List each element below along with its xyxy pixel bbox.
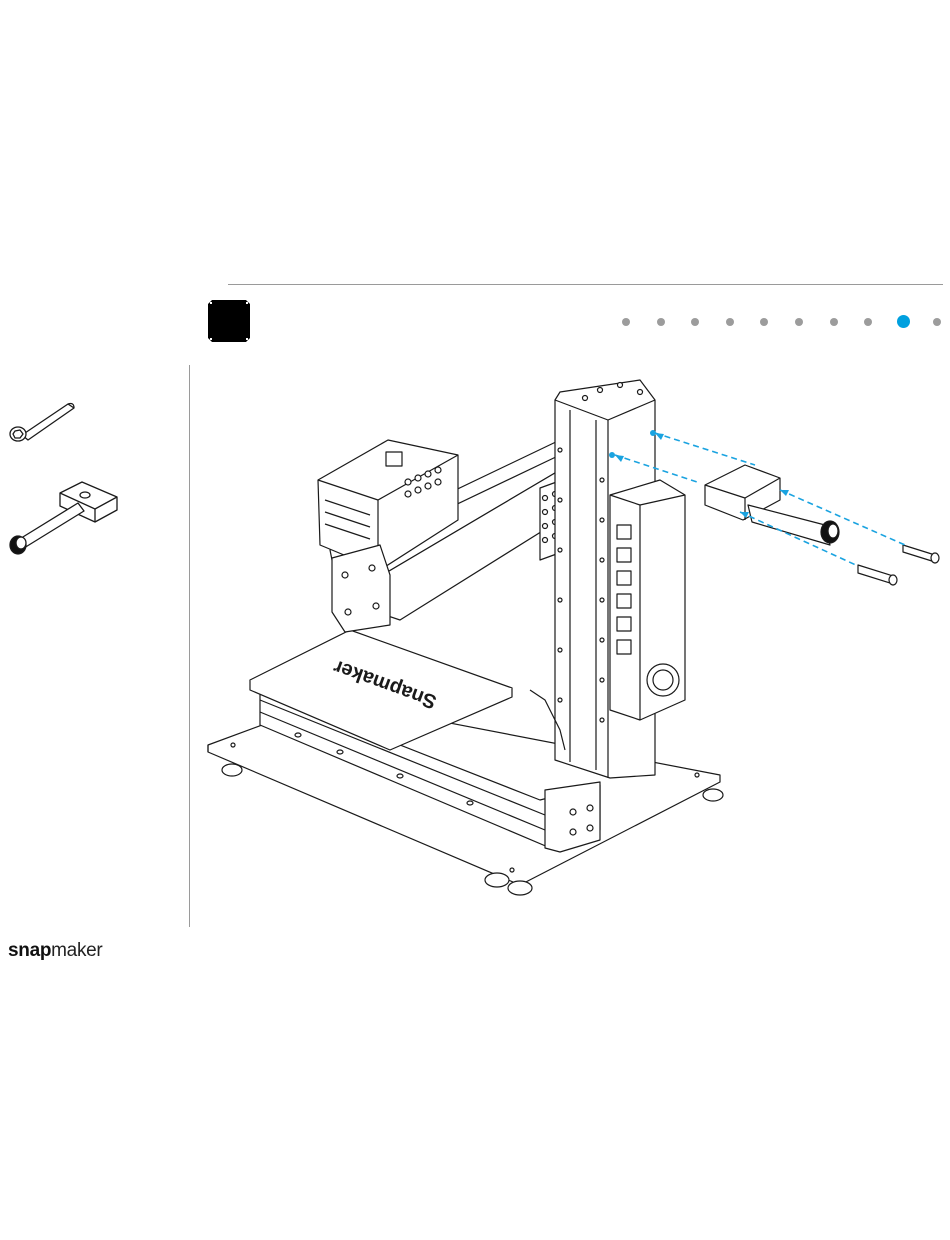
hex-socket-screw-icon <box>10 404 74 442</box>
column-divider <box>189 365 190 927</box>
parts-list <box>0 385 185 585</box>
brand-logo: snapmaker <box>8 940 102 962</box>
step-dot <box>726 318 734 326</box>
step-dot-active <box>897 315 910 328</box>
step-dot <box>830 318 838 326</box>
step-dot <box>691 318 699 326</box>
screws <box>858 545 939 585</box>
step-dot <box>795 318 803 326</box>
knob-bracket-part <box>705 465 839 545</box>
step-dot <box>760 318 768 326</box>
header-rule <box>228 284 943 285</box>
step-dot <box>622 318 630 326</box>
step-number-badge <box>208 300 250 342</box>
controller-box <box>610 480 685 720</box>
step-dot <box>657 318 665 326</box>
x-end-cap <box>332 545 390 632</box>
assembly-illustration: Snapmaker <box>195 365 950 920</box>
step-dot <box>864 318 872 326</box>
step-dot <box>933 318 941 326</box>
knob-bracket-icon <box>10 482 117 554</box>
